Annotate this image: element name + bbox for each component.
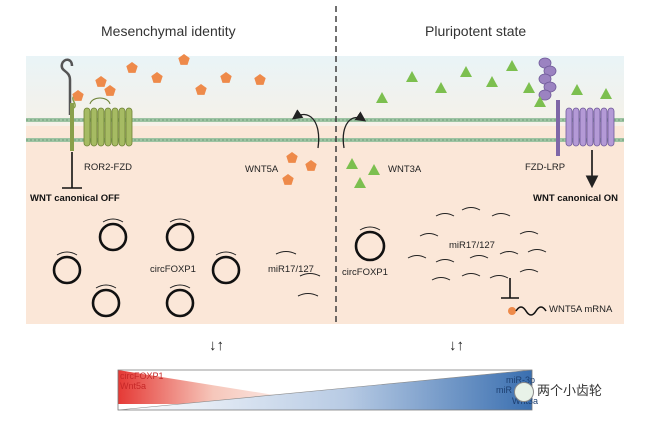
wnt5a-ligands <box>72 54 317 185</box>
left-panel-title: Mesenchymal identity <box>101 23 236 39</box>
watermark-text: 两个小齿轮 <box>537 383 603 398</box>
wnt-canonical-on-label: WNT canonical ON <box>533 193 618 204</box>
ror2-fzd-receptor <box>60 58 133 151</box>
cell-membrane <box>26 118 624 142</box>
updown-arrows-left: ↓↑ <box>209 337 224 354</box>
inhibition-bar-mrna <box>501 278 519 299</box>
inhibition-bar-left <box>62 152 82 189</box>
updown-arrows-right: ↓↑ <box>449 337 464 354</box>
secretion-arrow-right <box>342 111 367 149</box>
mirna-label-right: miR17/127 <box>449 240 495 251</box>
secretion-arrow-left <box>291 109 320 149</box>
free-mirna-right <box>407 207 547 281</box>
fzd-lrp-label: FZD-LRP <box>525 162 566 173</box>
wnt5a-mrna-label: WNT5A mRNA <box>549 304 613 315</box>
bound-mirna-right <box>359 226 381 231</box>
wnt5a-label: WNT5A <box>245 164 279 175</box>
circfoxp1-circles-left <box>52 222 241 318</box>
wnt5a-mrna <box>508 306 547 316</box>
expression-gradient <box>117 369 533 411</box>
right-panel-title: Pluripotent state <box>425 23 527 39</box>
circfoxp1-label-right: circFOXP1 <box>342 267 388 278</box>
circfoxp1-circle-right <box>354 230 386 262</box>
gradient-label-mir-3p: miR-3p <box>506 375 536 385</box>
wnt3a-ligands <box>346 60 612 188</box>
gradient-label-circfoxp1: circFOXP1 <box>120 371 164 381</box>
fzd-lrp-receptor <box>538 57 615 156</box>
ror2-fzd-label: ROR2-FZD <box>84 162 133 173</box>
bound-mirna-left <box>56 218 237 289</box>
free-mirna-left <box>275 251 321 297</box>
gradient-label-wnt5a: Wnt5a <box>120 381 147 391</box>
wechat-icon <box>514 382 534 402</box>
wnt3a-label: WNT3A <box>388 164 422 175</box>
gradient-label-mir: miR <box>496 385 512 395</box>
mirna-label-left: miR17/127 <box>268 264 314 275</box>
circfoxp1-label-left: circFOXP1 <box>150 264 196 275</box>
wnt-canonical-off-label: WNT canonical OFF <box>30 193 120 204</box>
cell-panels <box>26 56 624 324</box>
